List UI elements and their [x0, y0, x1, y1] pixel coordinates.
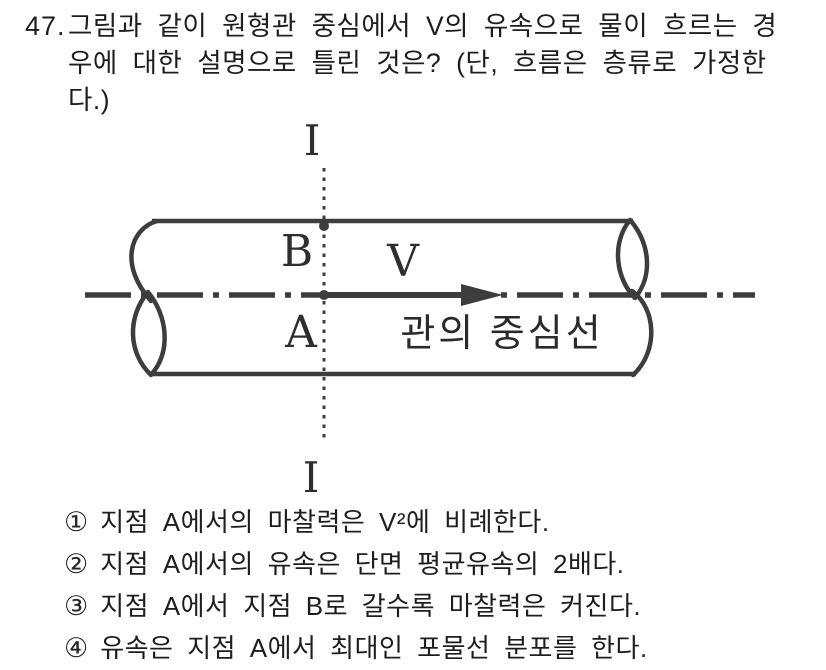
- point-b-label: B: [281, 226, 313, 277]
- question-text: 그림과 같이 원형관 중심에서 V의 유속으로 물이 흐르는 경 우에 대한 설…: [68, 8, 777, 119]
- choice-2-marker: ②: [64, 549, 89, 579]
- choice-1: ① 지점 A에서의 마찰력은 V²에 비례한다.: [64, 508, 648, 536]
- choice-4: ④ 유속은 지점 A에서 최대인 포물선 분포를 한다.: [64, 634, 648, 662]
- pipe-flow-diagram: I I B A V 관의 중심선: [0, 110, 826, 510]
- choice-2-text: 지점 A에서의 유속은 단면 평균유속의 2배다.: [100, 549, 625, 579]
- pipe-break-left-upper-curve: [129, 218, 160, 304]
- velocity-arrow-head: [461, 284, 503, 306]
- choice-3-text: 지점 A에서 지점 B로 갈수록 마찰력은 커진다.: [100, 591, 642, 621]
- question-number: 47.: [25, 11, 66, 41]
- section-label-top: I: [304, 116, 321, 165]
- question-line-1: 그림과 같이 원형관 중심에서 V의 유속으로 물이 흐르는 경: [68, 11, 778, 41]
- point-a-label: A: [284, 307, 318, 358]
- velocity-label: V: [386, 236, 420, 287]
- choice-2: ② 지점 A에서의 유속은 단면 평균유속의 2배다.: [64, 550, 648, 578]
- choice-4-text: 유속은 지점 A에서 최대인 포물선 분포를 한다.: [100, 633, 648, 663]
- pipe-break-right-lower-curve: [629, 288, 654, 378]
- choice-1-marker: ①: [64, 507, 89, 537]
- choice-4-marker: ④: [64, 633, 89, 663]
- point-a-dot: [319, 290, 329, 300]
- choice-3-marker: ③: [64, 591, 89, 621]
- question-block: 47. 그림과 같이 원형관 중심에서 V의 유속으로 물이 흐르는 경 우에 …: [25, 8, 815, 119]
- pipe-break-left-lens: [130, 289, 167, 378]
- choices-list: ① 지점 A에서의 마찰력은 V²에 비례한다. ② 지점 A에서의 유속은 단…: [64, 508, 648, 670]
- choice-3: ③ 지점 A에서 지점 B로 갈수록 마찰력은 커진다.: [64, 592, 648, 620]
- question-line-2: 우에 대한 설명으로 틀린 것은? (단, 흐름은 층류로 가정한: [68, 48, 767, 78]
- question-line-3: 다.): [68, 85, 111, 115]
- pipe-break-right-lens: [615, 217, 650, 301]
- section-label-bottom: I: [303, 453, 320, 502]
- choice-1-text: 지점 A에서의 마찰력은 V²에 비례한다.: [100, 507, 550, 537]
- point-b-dot: [319, 221, 329, 231]
- pipe-centerline-label: 관의 중심선: [400, 313, 603, 355]
